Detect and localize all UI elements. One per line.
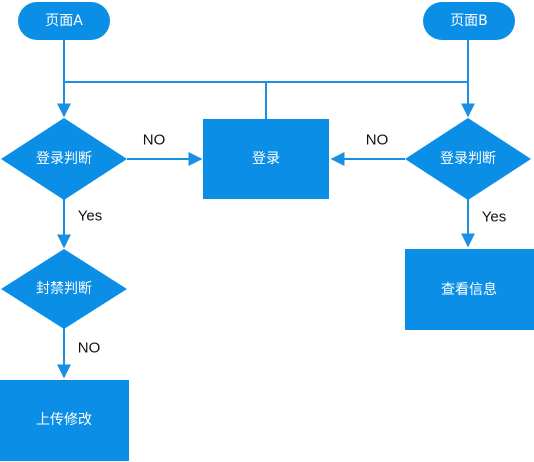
edge-label-ban-no: NO: [78, 340, 101, 357]
connectors: [57, 40, 475, 379]
ban-check-label: 封禁判断: [36, 281, 92, 297]
edge-label-left-no: NO: [143, 132, 166, 149]
node-view-info: 查看信息: [405, 249, 534, 330]
node-login-check-left: 登录判断: [1, 118, 127, 200]
node-page-a: 页面A: [18, 2, 110, 40]
page-a-shape: [18, 2, 110, 40]
node-upload-edit: 上传修改: [0, 380, 129, 461]
login-label: 登录: [252, 151, 280, 167]
edge-label-left-yes: Yes: [78, 208, 102, 225]
upload-edit-label: 上传修改: [36, 412, 92, 428]
ban-check-shape: [1, 249, 127, 329]
node-login-check-right: 登录判断: [405, 118, 531, 200]
login-check-left-shape: [1, 118, 127, 200]
view-info-label: 查看信息: [441, 281, 497, 298]
page-b-label: 页面B: [450, 13, 488, 29]
login-check-right-shape: [405, 118, 531, 200]
page-a-label: 页面A: [45, 13, 83, 29]
login-check-left-label: 登录判断: [36, 151, 92, 167]
page-b-shape: [423, 2, 515, 40]
node-login: 登录: [203, 119, 329, 199]
edge-label-right-no: NO: [366, 132, 389, 149]
node-page-b: 页面B: [423, 2, 515, 40]
login-check-right-label: 登录判断: [440, 151, 496, 167]
upload-edit-shape: [0, 380, 129, 461]
edge-label-right-yes: Yes: [482, 209, 506, 226]
view-info-shape: [405, 249, 534, 330]
node-ban-check: 封禁判断: [1, 249, 127, 329]
login-shape: [203, 119, 329, 199]
